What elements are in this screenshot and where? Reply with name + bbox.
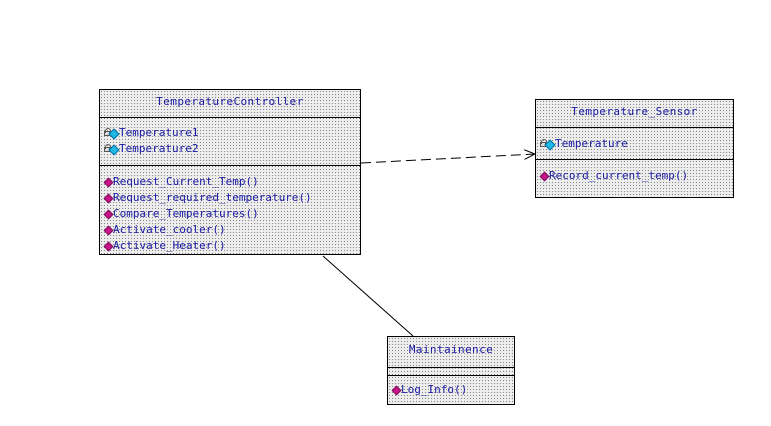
attribute-row[interactable]: Temperature2 [100, 141, 360, 157]
public-operation-icon [103, 225, 114, 236]
operation-name: Activate_Heater() [113, 239, 226, 252]
operation-row[interactable]: Request_required_temperature() [100, 190, 360, 206]
association-line[interactable] [322, 255, 414, 337]
private-attribute-icon [103, 127, 120, 140]
private-attribute-icon [539, 138, 556, 151]
class-name: TemperatureController [156, 95, 304, 108]
operation-name: Compare_Temperatures() [113, 207, 259, 220]
class-maintainence[interactable]: Maintainence Log_Info() [387, 336, 515, 405]
operation-row[interactable]: Activate_cooler() [100, 222, 360, 238]
operation-name: Request_Current_Temp() [113, 175, 259, 188]
attributes-compartment: Temperature [536, 127, 733, 159]
class-temperature-sensor[interactable]: Temperature_Sensor Temperature Record_cu… [535, 99, 734, 198]
operation-name: Log_Info() [401, 383, 468, 396]
operation-row[interactable]: Activate_Heater() [100, 238, 360, 254]
class-name: Temperature_Sensor [571, 105, 698, 118]
private-attribute-icon [103, 143, 120, 156]
operation-name: Activate_cooler() [113, 223, 226, 236]
operation-row[interactable]: Request_Current_Temp() [100, 174, 360, 190]
class-temperature-controller[interactable]: TemperatureController Temperature1 Tempe… [99, 89, 361, 255]
operation-row[interactable]: Record_current_temp() [536, 168, 733, 184]
operation-row[interactable]: Compare_Temperatures() [100, 206, 360, 222]
attributes-compartment: Temperature1 Temperature2 [100, 117, 360, 165]
public-operation-icon [539, 171, 550, 182]
operations-compartment: Record_current_temp() [536, 159, 733, 184]
public-operation-icon [103, 241, 114, 252]
attribute-name: Temperature [555, 137, 628, 150]
dependency-arrow[interactable] [360, 154, 535, 164]
attribute-row[interactable]: Temperature [536, 136, 733, 152]
attribute-row[interactable]: Temperature1 [100, 125, 360, 141]
operation-name: Request_required_temperature() [113, 191, 312, 204]
class-name: Maintainence [408, 343, 494, 356]
operations-compartment: Request_Current_Temp() Request_required_… [100, 165, 360, 254]
public-operation-icon [103, 209, 114, 220]
attribute-name: Temperature2 [119, 142, 199, 155]
public-operation-icon [391, 385, 402, 396]
operations-compartment: Log_Info() [388, 375, 514, 398]
operation-name: Record_current_temp() [549, 169, 689, 182]
operation-row[interactable]: Log_Info() [388, 382, 514, 398]
attributes-compartment [388, 367, 514, 375]
public-operation-icon [103, 193, 114, 204]
attribute-name: Temperature1 [119, 126, 199, 139]
public-operation-icon [103, 177, 114, 188]
